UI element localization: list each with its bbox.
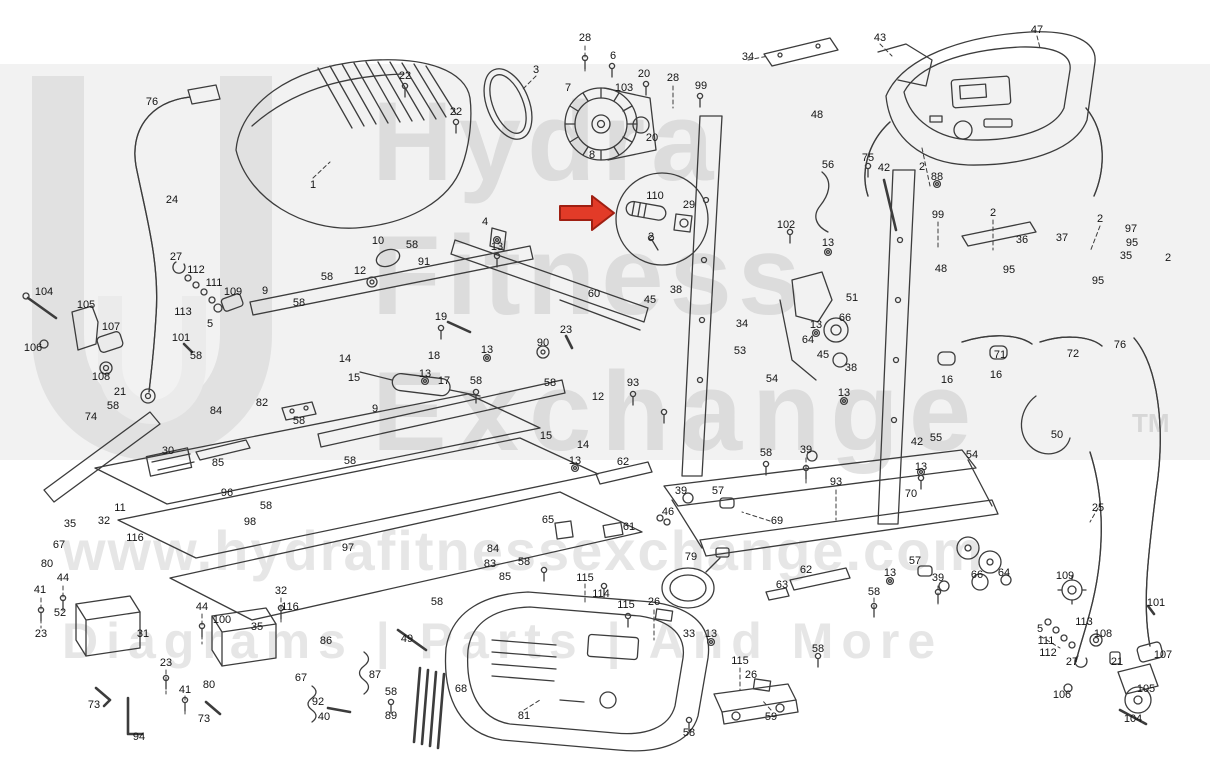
- left-handrail-part: [134, 84, 221, 404]
- screw-hardware-parts: [37, 54, 942, 732]
- frame-rail-parts: [249, 227, 649, 448]
- motor-hood-part: [235, 59, 472, 229]
- watermark-text-fitness: Fitness: [372, 213, 807, 338]
- rear-stabilizer-part: [713, 683, 799, 725]
- watermark-trademark: TM: [1132, 408, 1170, 438]
- assembly-tools-parts: [94, 628, 446, 750]
- cross-beam-parts: [554, 450, 1012, 692]
- drive-motor-part: [564, 45, 674, 161]
- watermark-text-hydra: Hydra: [372, 79, 720, 204]
- watermark-text-exchange: Exchange: [372, 349, 982, 474]
- right-handrail-parts: [937, 335, 1161, 663]
- rear-roller-cluster-right: [1039, 507, 1164, 726]
- console-part: [747, 31, 1103, 253]
- highlight-circle: [615, 172, 709, 266]
- power-cord-part: [661, 547, 730, 609]
- motor-base-tray-part: [444, 591, 710, 752]
- front-endcap-parts: [40, 585, 282, 715]
- upright-and-base-frame-parts: [663, 115, 1002, 619]
- highlight-arrow-icon: [559, 195, 615, 231]
- drive-belt-part: [483, 68, 537, 140]
- front-roller-cluster-left: [22, 261, 244, 375]
- hydra-logo-watermark-icon: [32, 76, 272, 460]
- incline-motor-parts: [779, 271, 849, 381]
